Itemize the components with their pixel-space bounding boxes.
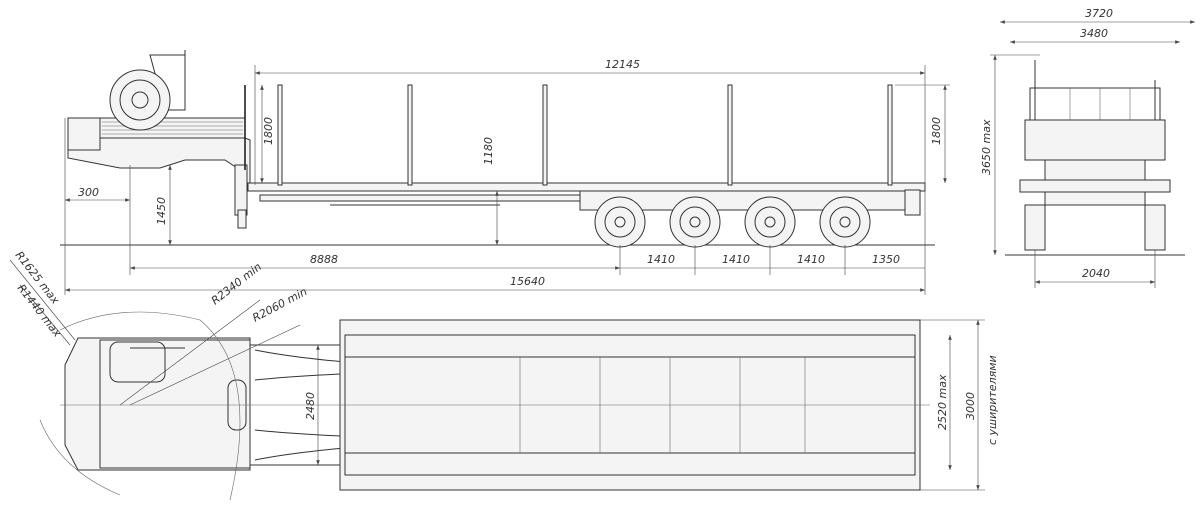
wheel-icon: [819, 196, 871, 248]
dim-turn-radius-min: R2340 min: [209, 260, 264, 307]
wheels: [594, 196, 871, 248]
wheel-icon: [594, 196, 646, 248]
wheel-icon: [1144, 204, 1166, 251]
gooseneck: [67, 50, 251, 229]
dim-track-width: 2040: [1082, 267, 1110, 280]
dim-height-max: 3650 max: [980, 119, 993, 175]
dim-stake-height-rear: 1800: [930, 117, 943, 145]
dim-turn-radius-inner-min: R2060 min: [250, 285, 309, 325]
front-view: 3720 3480 3650 max 2040: [980, 7, 1195, 288]
wheel-icon: [669, 196, 721, 248]
dim-deck-height: 1180: [482, 137, 495, 165]
dim-axle-spacing-3: 1410: [797, 253, 825, 266]
spare-wheel-icon: [109, 69, 171, 131]
dim-axle-spacing-1: 1410: [647, 253, 675, 266]
dim-deck-length: 12145: [605, 58, 640, 71]
dim-width-with-extenders: 3000: [964, 392, 977, 420]
dim-overall-length: 15640: [510, 275, 545, 288]
dim-fifth-wheel-height: 1450: [155, 197, 168, 225]
dim-overall-width: 3720: [1085, 7, 1113, 20]
dim-stake-height-front: 1800: [262, 117, 275, 145]
stakes: [277, 84, 893, 186]
top-view: R1625 max R1440 max R2340 min R2060 min …: [9, 249, 999, 501]
dim-kingpin-offset: 300: [78, 186, 99, 199]
gooseneck-top: [64, 337, 251, 471]
dim-deck-width-max: 2520 max: [936, 374, 949, 430]
deck: [247, 182, 926, 192]
dim-gooseneck-width: 2480: [304, 392, 317, 420]
note-with-extenders: с уширителями: [986, 355, 999, 445]
dim-kingpin-to-axles: 8888: [310, 253, 338, 266]
dim-inner-width: 3480: [1080, 27, 1108, 40]
wheel-icon: [744, 196, 796, 248]
wheel-icon: [1024, 204, 1046, 251]
dim-rear-overhang: 1350: [872, 253, 900, 266]
side-view: 12145 1800 1180 1800 300 1450 8888 1410 …: [60, 50, 950, 295]
dim-axle-spacing-2: 1410: [722, 253, 750, 266]
